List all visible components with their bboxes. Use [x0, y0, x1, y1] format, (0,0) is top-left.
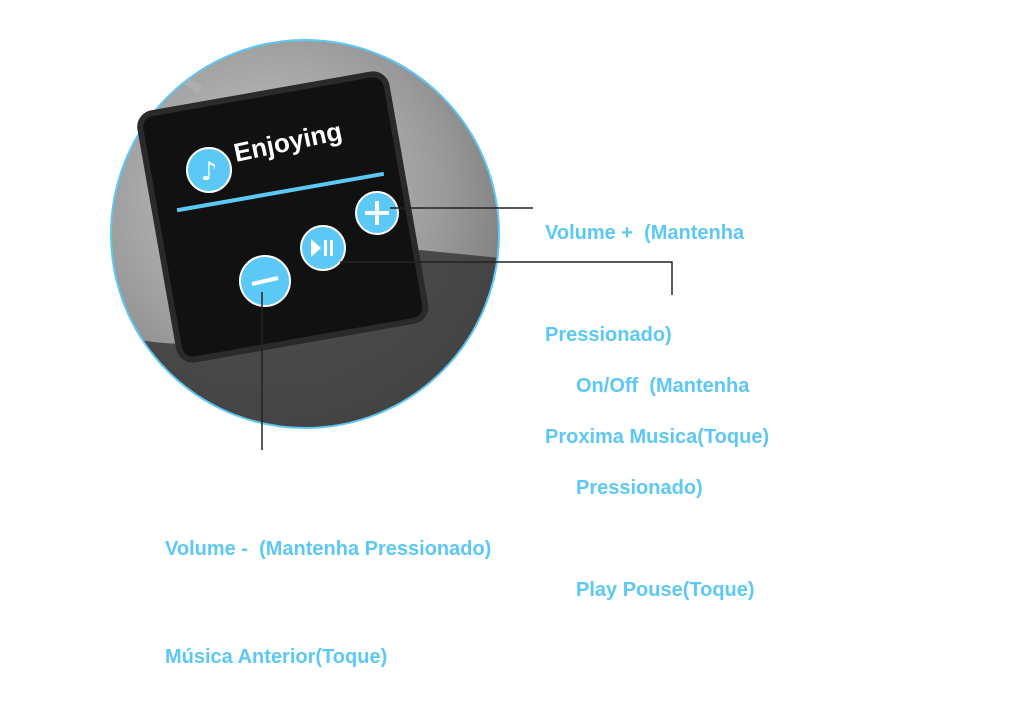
volume-up-label: Volume + (Mantenha Pressionado) Proxima … — [545, 148, 769, 488]
volume-up-line-2: Pressionado) — [545, 324, 672, 346]
zoom-circle — [110, 39, 500, 429]
power-play-line-2: Pressionado) — [576, 477, 703, 499]
music-note-icon: ♪ — [186, 147, 232, 193]
svg-text:♪: ♪ — [201, 157, 218, 187]
play-pause-button[interactable] — [300, 225, 346, 271]
volume-up-line-3: Proxima Musica(Toque) — [545, 426, 770, 448]
volume-up-line-1: Volume + (Mantenha — [545, 222, 745, 244]
control-patch — [137, 71, 429, 363]
power-play-line-1: On/Off (Mantenha — [576, 375, 750, 397]
volume-down-button[interactable] — [239, 255, 291, 307]
product-illustration: ♪ Enjoying — [110, 39, 673, 450]
power-play-line-3: Play Pouse(Toque) — [576, 579, 755, 601]
callout-lines — [261, 207, 673, 450]
volume-up-button[interactable] — [355, 191, 399, 235]
volume-down-line-1: Volume - (Mantenha Pressionado) — [165, 538, 492, 560]
volume-down-label: Volume - (Mantenha Pressionado) Música A… — [165, 459, 491, 711]
volume-down-line-2: Música Anterior(Toque) — [165, 646, 388, 668]
power-play-label: On/Off (Mantenha Pressionado) Play Pouse… — [576, 301, 755, 641]
